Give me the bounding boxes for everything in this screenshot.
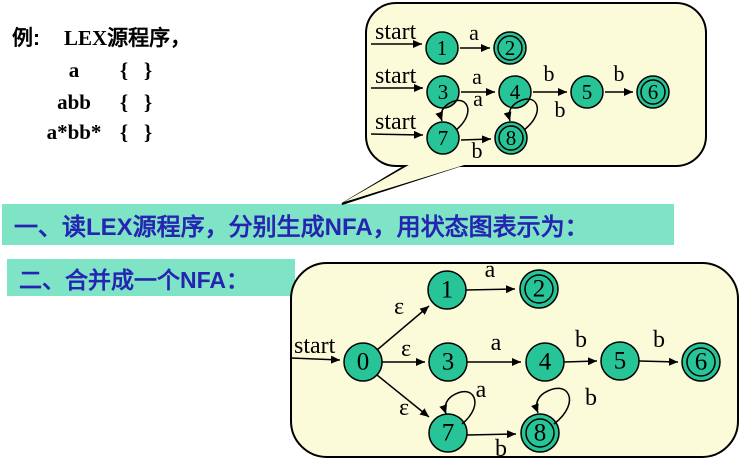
edge-label-0-3: ε <box>401 336 411 362</box>
heading-step2: 二、合并成一个NFA： <box>7 259 295 296</box>
heading-step1: 一、读LEX源程序，分别生成NFA，用状态图表示为： <box>2 204 674 245</box>
state-label-8: 8 <box>534 420 547 447</box>
accepting-ring-8 <box>525 418 555 448</box>
self-loop-8 <box>531 387 571 425</box>
state-label-0: 0 <box>357 349 370 376</box>
edge-label-4-5: b <box>544 61 555 86</box>
accepting-ring-6 <box>686 347 716 377</box>
edge-0-1 <box>376 305 430 351</box>
rule-open-brace: { <box>119 90 129 114</box>
edge-7-8 <box>460 135 492 144</box>
state-label-3: 3 <box>442 349 455 376</box>
nfa-row-2: start 3 a 4 b 5 b 6 <box>371 61 670 109</box>
edge-label-5-6: b <box>614 61 625 86</box>
lex-rule-row: abb { } <box>36 90 160 115</box>
rule-pattern: a*bb* <box>46 120 102 144</box>
start-label: start <box>375 109 417 135</box>
start-arrow <box>370 130 424 139</box>
nfa-row-1: start 1 a 2 <box>371 19 527 65</box>
state-circle-7 <box>428 413 468 453</box>
edge-label-1-2: a <box>485 257 496 283</box>
state-label-1: 1 <box>441 277 454 304</box>
example-label: 例: <box>12 27 40 50</box>
nfa-row-3: start 7 a b 8 b <box>370 86 566 163</box>
state-label-7: 7 <box>438 126 449 150</box>
example-title: 例: LEX源程序， <box>12 22 191 52</box>
rule-pattern: a <box>68 58 80 82</box>
edge-label-0-7: ε <box>399 395 409 421</box>
state-circle-5 <box>570 75 604 109</box>
state-label-4: 4 <box>510 80 521 104</box>
state-label-5: 5 <box>614 348 627 375</box>
start-label: start <box>375 19 417 45</box>
rule-open-brace: { <box>119 120 129 144</box>
state-label-2: 2 <box>533 276 546 303</box>
rule-close-brace: } <box>143 120 153 144</box>
accepting-ring-8 <box>498 125 524 151</box>
edge-1-2 <box>465 285 516 294</box>
state-label-2: 2 <box>505 36 516 60</box>
edge-4-5 <box>563 357 598 366</box>
self-loop-8 <box>503 98 538 131</box>
state-label-4: 4 <box>539 349 552 376</box>
self-loop-7 <box>435 99 469 131</box>
self-loop-7 <box>439 390 476 425</box>
edge-label-7-8: b <box>472 138 483 163</box>
state-label-6: 6 <box>695 349 708 376</box>
start-arrow <box>290 355 341 364</box>
edge-label-7-8: b <box>495 436 507 462</box>
state-label-7: 7 <box>442 420 455 447</box>
rule-pattern: abb <box>57 90 91 114</box>
lex-rule-row: a { } <box>36 58 160 83</box>
self-loop-label-8: b <box>585 385 597 411</box>
state-circle-1 <box>425 31 459 65</box>
state-circle-7 <box>426 121 460 155</box>
accepting-ring-2 <box>524 274 554 304</box>
self-loop-label-8: b <box>555 97 566 122</box>
example-title-text: LEX源程序， <box>64 26 192 50</box>
heading-step2-text: 二、合并成一个NFA： <box>19 266 249 293</box>
state-label-1: 1 <box>437 36 448 60</box>
rule-close-brace: } <box>143 90 153 114</box>
accepting-ring-2 <box>497 35 523 61</box>
state-label-5: 5 <box>582 80 593 104</box>
state-label-6: 6 <box>648 80 659 104</box>
merged-nfa-callout: start 0 ε ε ε 1 a 2 3 a 4 <box>290 257 739 462</box>
self-loop-label-7: a <box>476 377 487 403</box>
edge-7-8 <box>466 430 517 439</box>
edge-label-5-6: b <box>653 327 665 353</box>
edge-label-3-4: a <box>472 64 482 89</box>
state-label-8: 8 <box>506 126 517 150</box>
edge-label-0-1: ε <box>394 294 404 320</box>
self-loop-label-7: a <box>473 86 483 111</box>
start-label: start <box>294 333 336 359</box>
rule-open-brace: { <box>119 58 129 82</box>
edge-label-3-4: a <box>491 330 502 356</box>
edge-label-4-5: b <box>575 327 587 353</box>
edge-label-1-2: a <box>469 20 479 45</box>
heading-step1-text: 一、读LEX源程序，分别生成NFA，用状态图表示为： <box>14 214 589 241</box>
state-label-3: 3 <box>438 80 449 104</box>
edge-0-7 <box>376 374 430 418</box>
edge-5-6 <box>638 357 679 366</box>
bubble-tail-mask <box>344 154 500 202</box>
start-label: start <box>375 63 417 89</box>
lex-rule-row: a*bb* { } <box>36 120 160 145</box>
accepting-ring-6 <box>640 79 666 105</box>
rule-close-brace: } <box>143 58 153 82</box>
